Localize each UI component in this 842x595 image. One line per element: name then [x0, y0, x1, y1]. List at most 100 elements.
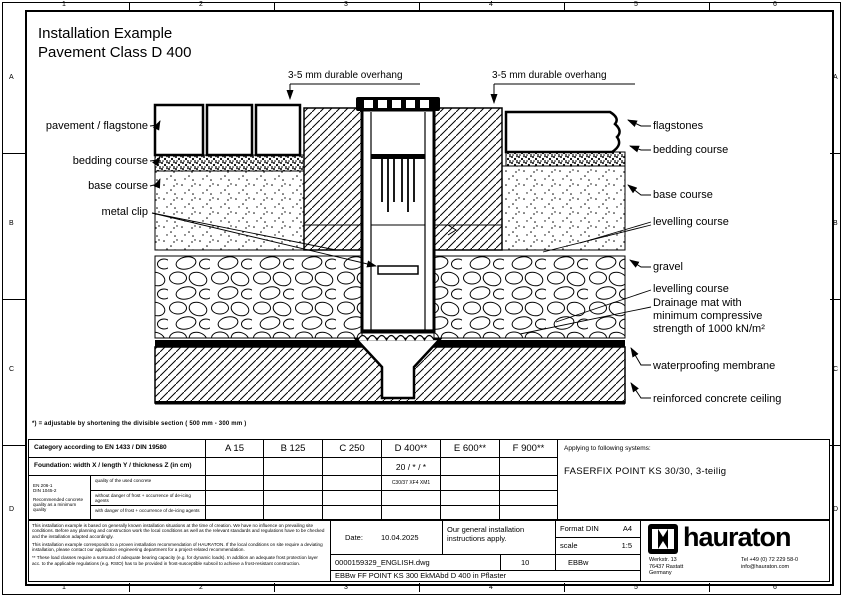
class-e600: E 600** — [441, 440, 500, 458]
concrete-r2-f900 — [500, 491, 558, 506]
logo-cell: hauraton Werkstr. 13 76437 Rastatt Germa… — [641, 521, 829, 581]
grid-col-1: 1 — [62, 1, 66, 8]
concrete-r2-c250 — [323, 491, 382, 506]
channel-body — [360, 108, 436, 334]
concrete-norm-text: EN 206-1 DIN 1045-2 — [33, 483, 57, 493]
label-bedding-course-left: bedding course — [72, 155, 148, 167]
label-pavement-flagstone: pavement / flagstone — [45, 120, 148, 132]
grid-row-d: D — [9, 506, 15, 513]
foundation-c250 — [323, 458, 382, 476]
ruler-tick — [830, 299, 840, 300]
concrete-note: Recommended concrete quality as a minimu… — [33, 497, 84, 512]
concrete-haunch — [303, 107, 503, 251]
company-address: Werkstr. 13 76437 Rastatt Germany — [649, 557, 684, 576]
scale-label: scale — [560, 541, 578, 550]
grid-col-2b: 2 — [199, 584, 203, 591]
label-base-course-right: base course — [653, 189, 713, 201]
brand-name: hauraton — [683, 522, 792, 552]
foundation-b125 — [264, 458, 323, 476]
concrete-r1-e600 — [441, 476, 500, 491]
right-layers — [501, 110, 626, 251]
format-label: Format DIN — [560, 524, 599, 533]
foundation-d400: 20 / * / * — [382, 458, 441, 476]
ruler-tick — [2, 153, 25, 154]
ruler-tick — [709, 2, 710, 10]
ruler-tick — [830, 445, 840, 446]
concrete-r3-c250 — [323, 506, 382, 520]
label-base-course-left: base course — [88, 180, 148, 192]
class-a15: A 15 — [206, 440, 264, 458]
grid-row-c-r: C — [833, 366, 839, 373]
grid-row-a: A — [9, 74, 14, 81]
grating — [356, 97, 440, 111]
concrete-r1-b125 — [264, 476, 323, 491]
label-waterproofing-membrane: waterproofing membrane — [653, 360, 776, 372]
leader-lines-left — [149, 120, 377, 268]
outlet-funnel — [353, 337, 443, 400]
ruler-tick — [564, 583, 565, 592]
ruler-tick — [419, 583, 420, 592]
gravel-layer — [154, 255, 626, 339]
category-label: Category according to EN 1433 / DIN 1958… — [29, 440, 206, 458]
overhang-note-left: 3-5 mm durable overhang — [288, 70, 403, 81]
foundation-e600 — [441, 458, 500, 476]
concrete-r1-c250 — [323, 476, 382, 491]
leader-lines-right — [519, 119, 652, 399]
concrete-r3-a15 — [206, 506, 264, 520]
ruler-tick — [2, 445, 25, 446]
foundation-label: Foundation: width X / length Y / thickne… — [29, 458, 206, 476]
grid-row-d-r: D — [833, 506, 839, 513]
instructions-note: Our general installation instructions ap… — [443, 521, 556, 555]
applying-systems-cell: Applying to following systems: FASERFIX … — [558, 440, 829, 520]
concrete-r3-e600 — [441, 506, 500, 520]
disclaimer-p1: This installation example is based on ge… — [32, 523, 325, 539]
concrete-r2-a15 — [206, 491, 264, 506]
drainage-mat-shape — [357, 334, 435, 342]
file-name: 0000159329_ENGLISH.dwg — [331, 555, 501, 571]
scale-value: 1:5 — [621, 541, 632, 550]
ruler-tick — [830, 153, 840, 154]
scale-cell: scale 1:5 — [556, 538, 641, 555]
disclaimer: This installation example is based on ge… — [29, 521, 331, 581]
format-cell: Format DIN A4 — [556, 521, 641, 538]
ruler-tick — [709, 583, 710, 592]
applying-heading: Applying to following systems: — [564, 445, 651, 452]
ruler-tick — [129, 583, 130, 592]
foundation-a15 — [206, 458, 264, 476]
grid-col-6: 6 — [773, 1, 777, 8]
label-bedding-course-right: bedding course — [653, 144, 729, 156]
grid-col-4: 4 — [489, 1, 493, 8]
label-metal-clip: metal clip — [101, 206, 148, 218]
grid-col-1b: 1 — [62, 584, 66, 591]
disclaimer-p2: This installation example corresponds to… — [32, 541, 323, 553]
overhang-note-right: 3-5 mm durable overhang — [492, 70, 607, 81]
date-cell: Date: 10.04.2025 — [331, 521, 443, 555]
ruler-tick — [2, 299, 25, 300]
ruler-tick — [564, 2, 565, 10]
load-class-table: Category according to EN 1433 / DIN 1958… — [28, 439, 830, 520]
grid-row-b-r: B — [833, 220, 838, 227]
applying-system: FASERFIX POINT KS 30/30, 3-teilig — [564, 466, 727, 477]
label-levelling-course-1: levelling course — [653, 216, 729, 228]
grid-col-6b: 6 — [773, 584, 777, 591]
company-phone: Tel +49 (0) 72 229 58-0 — [741, 557, 799, 563]
ruler-tick — [419, 2, 420, 10]
page-title-line2: Pavement Class D 400 — [38, 44, 192, 61]
company-contact: Tel +49 (0) 72 229 58-0 info@hauraton.co… — [741, 557, 798, 570]
grid-col-3b: 3 — [344, 584, 348, 591]
drawing-frame — [25, 10, 834, 586]
disclaimer-p3: ** These load classes require a surround… — [32, 555, 318, 566]
class-c250: C 250 — [323, 440, 382, 458]
grid-row-b: B — [9, 220, 14, 227]
label-gravel: gravel — [653, 261, 683, 273]
drawing-title: EBBw FF POINT KS 300 EkMAbd D 400 in Pfl… — [331, 571, 641, 581]
label-drainage-mat: Drainage mat with minimum compressive st… — [653, 297, 765, 335]
concrete-r2-b125 — [264, 491, 323, 506]
grid-col-5b: 5 — [634, 584, 638, 591]
grid-col-2: 2 — [199, 1, 203, 8]
date-label: Date: — [345, 533, 363, 542]
concrete-norm: EN 206-1 DIN 1045-2 Recommended concrete… — [29, 476, 91, 520]
metal-clip-shape — [381, 159, 415, 212]
